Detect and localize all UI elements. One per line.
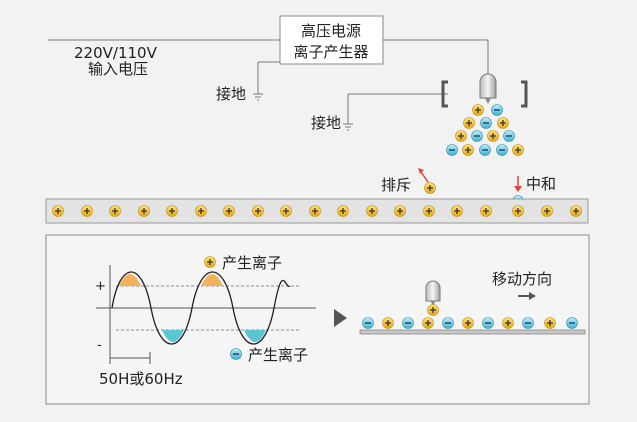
positive-ion [486,129,500,143]
emitter-bracket-right [521,80,528,108]
surface-positive-charge [194,204,208,218]
neutralize-arrow-icon [514,176,522,192]
positive-ion [511,143,525,157]
positive-ion [462,116,476,130]
negative-half-fill [244,330,266,342]
surface-positive-charge [251,204,265,218]
repelled-positive-ion [423,181,437,195]
negative-ion-legend-icon [229,347,243,361]
negative-ion [441,316,455,330]
surface-positive-charge [222,204,236,218]
negative-ion [565,316,579,330]
negative-ion-label: 产生离子 [248,346,308,364]
input-voltage-line2: 输入电压 [88,60,148,78]
positive-ion-legend-icon [203,255,217,269]
positive-ion [421,316,435,330]
power-supply-line2: 离子产生器 [293,43,368,61]
negative-ion [521,316,535,330]
repel-label: 排斥 [381,176,411,194]
power-supply-box [279,15,384,65]
emitter-needle-icon [425,280,441,306]
surface-positive-charge [540,204,554,218]
positive-ion [496,116,510,130]
charged-surface-bar [45,198,589,224]
surface-positive-charge [51,204,65,218]
ac-explanation-panel [45,234,590,405]
surface-positive-charge [365,204,379,218]
positive-ion [461,316,475,330]
positive-ion [454,129,468,143]
positive-half-fill [119,274,141,286]
waveform-graph: + - [95,265,316,364]
surface-positive-charge [137,204,151,218]
positive-ion [461,143,475,157]
repel-arrow-icon [418,168,429,183]
ground-label-1: 接地 [216,85,246,103]
positive-ion [471,103,485,117]
surface-positive-charge [165,204,179,218]
negative-ion [490,103,504,117]
neutralize-label: 中和 [526,175,556,193]
direction-label: 移动方向 [492,270,552,288]
emitter-needle-icon [479,73,497,104]
surface-positive-charge [422,204,436,218]
negative-ion [470,129,484,143]
positive-ion [543,316,557,330]
negative-ion [495,143,509,157]
surface-positive-charge [336,204,350,218]
emitter-bracket-left [441,80,448,108]
surface-positive-charge [479,204,493,218]
negative-ion [361,316,375,330]
surface-positive-charge [393,204,407,218]
ground-symbol-1 [253,93,263,101]
negative-ion [479,116,493,130]
negative-ion [478,143,492,157]
ground-label-2: 接地 [311,114,341,132]
input-voltage-line1: 220V/110V [74,44,158,62]
direction-arrow-icon [518,292,536,300]
positive-half-fill [201,274,223,286]
negative-ion [445,143,459,157]
positive-ion [381,316,395,330]
surface-positive-charge [569,204,583,218]
frequency-label: 50H或60Hz [99,370,183,388]
minus-sign: - [97,338,102,353]
negative-ion [481,316,495,330]
surface-positive-charge [308,204,322,218]
ground-symbol-2 [343,123,353,131]
process-arrow-icon [334,309,347,327]
positive-ion-label: 产生离子 [222,254,282,272]
negative-ion [502,129,516,143]
negative-ion [401,316,415,330]
surface-positive-charge [279,204,293,218]
sine-wave [111,271,291,345]
negative-half-fill [162,330,184,342]
emitted-positive-ion [426,303,440,317]
conveyor-surface [359,329,586,335]
surface-positive-charge [511,204,525,218]
ion-cloud [445,103,525,157]
surface-positive-charge [450,204,464,218]
surface-positive-charge [108,204,122,218]
power-supply-line1: 高压电源 [301,22,361,40]
positive-ion [501,316,515,330]
wiring [48,39,489,124]
surface-positive-charge [80,204,94,218]
plus-sign: + [95,279,106,294]
